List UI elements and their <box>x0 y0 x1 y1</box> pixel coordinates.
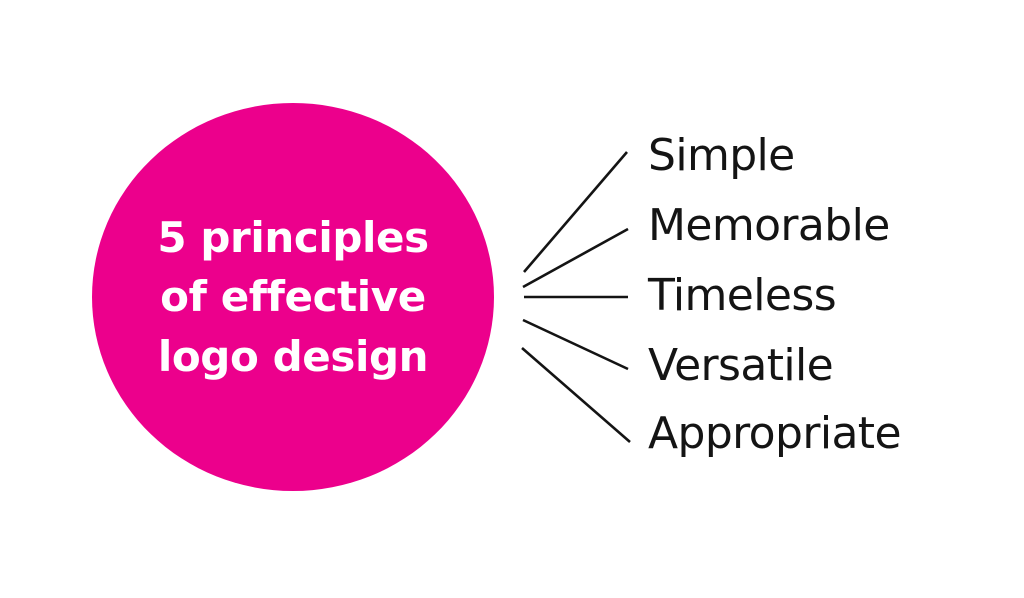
connector-line-appropriate <box>521 347 631 443</box>
connector-line-memorable <box>522 227 629 289</box>
hub-label-line-3: logo design <box>157 331 429 381</box>
spoke-label-simple: Simple <box>648 130 795 181</box>
hub-circle: 5 principles of effective logo design <box>92 103 494 491</box>
hub-label-line-1: 5 principles <box>157 212 429 262</box>
spoke-label-memorable: Memorable <box>648 200 890 251</box>
spoke-label-versatile: Versatile <box>648 340 834 391</box>
spoke-label-timeless: Timeless <box>648 270 837 321</box>
spoke-label-appropriate: Appropriate <box>648 408 902 459</box>
hub-label-line-2: of effective <box>160 272 426 322</box>
hub-label: 5 principles of effective logo design <box>157 208 429 387</box>
connector-line-versatile <box>522 318 629 371</box>
spoke-label-list: Simple Memorable Timeless Versatile Appr… <box>648 0 1018 598</box>
connector-line-simple <box>523 151 628 273</box>
